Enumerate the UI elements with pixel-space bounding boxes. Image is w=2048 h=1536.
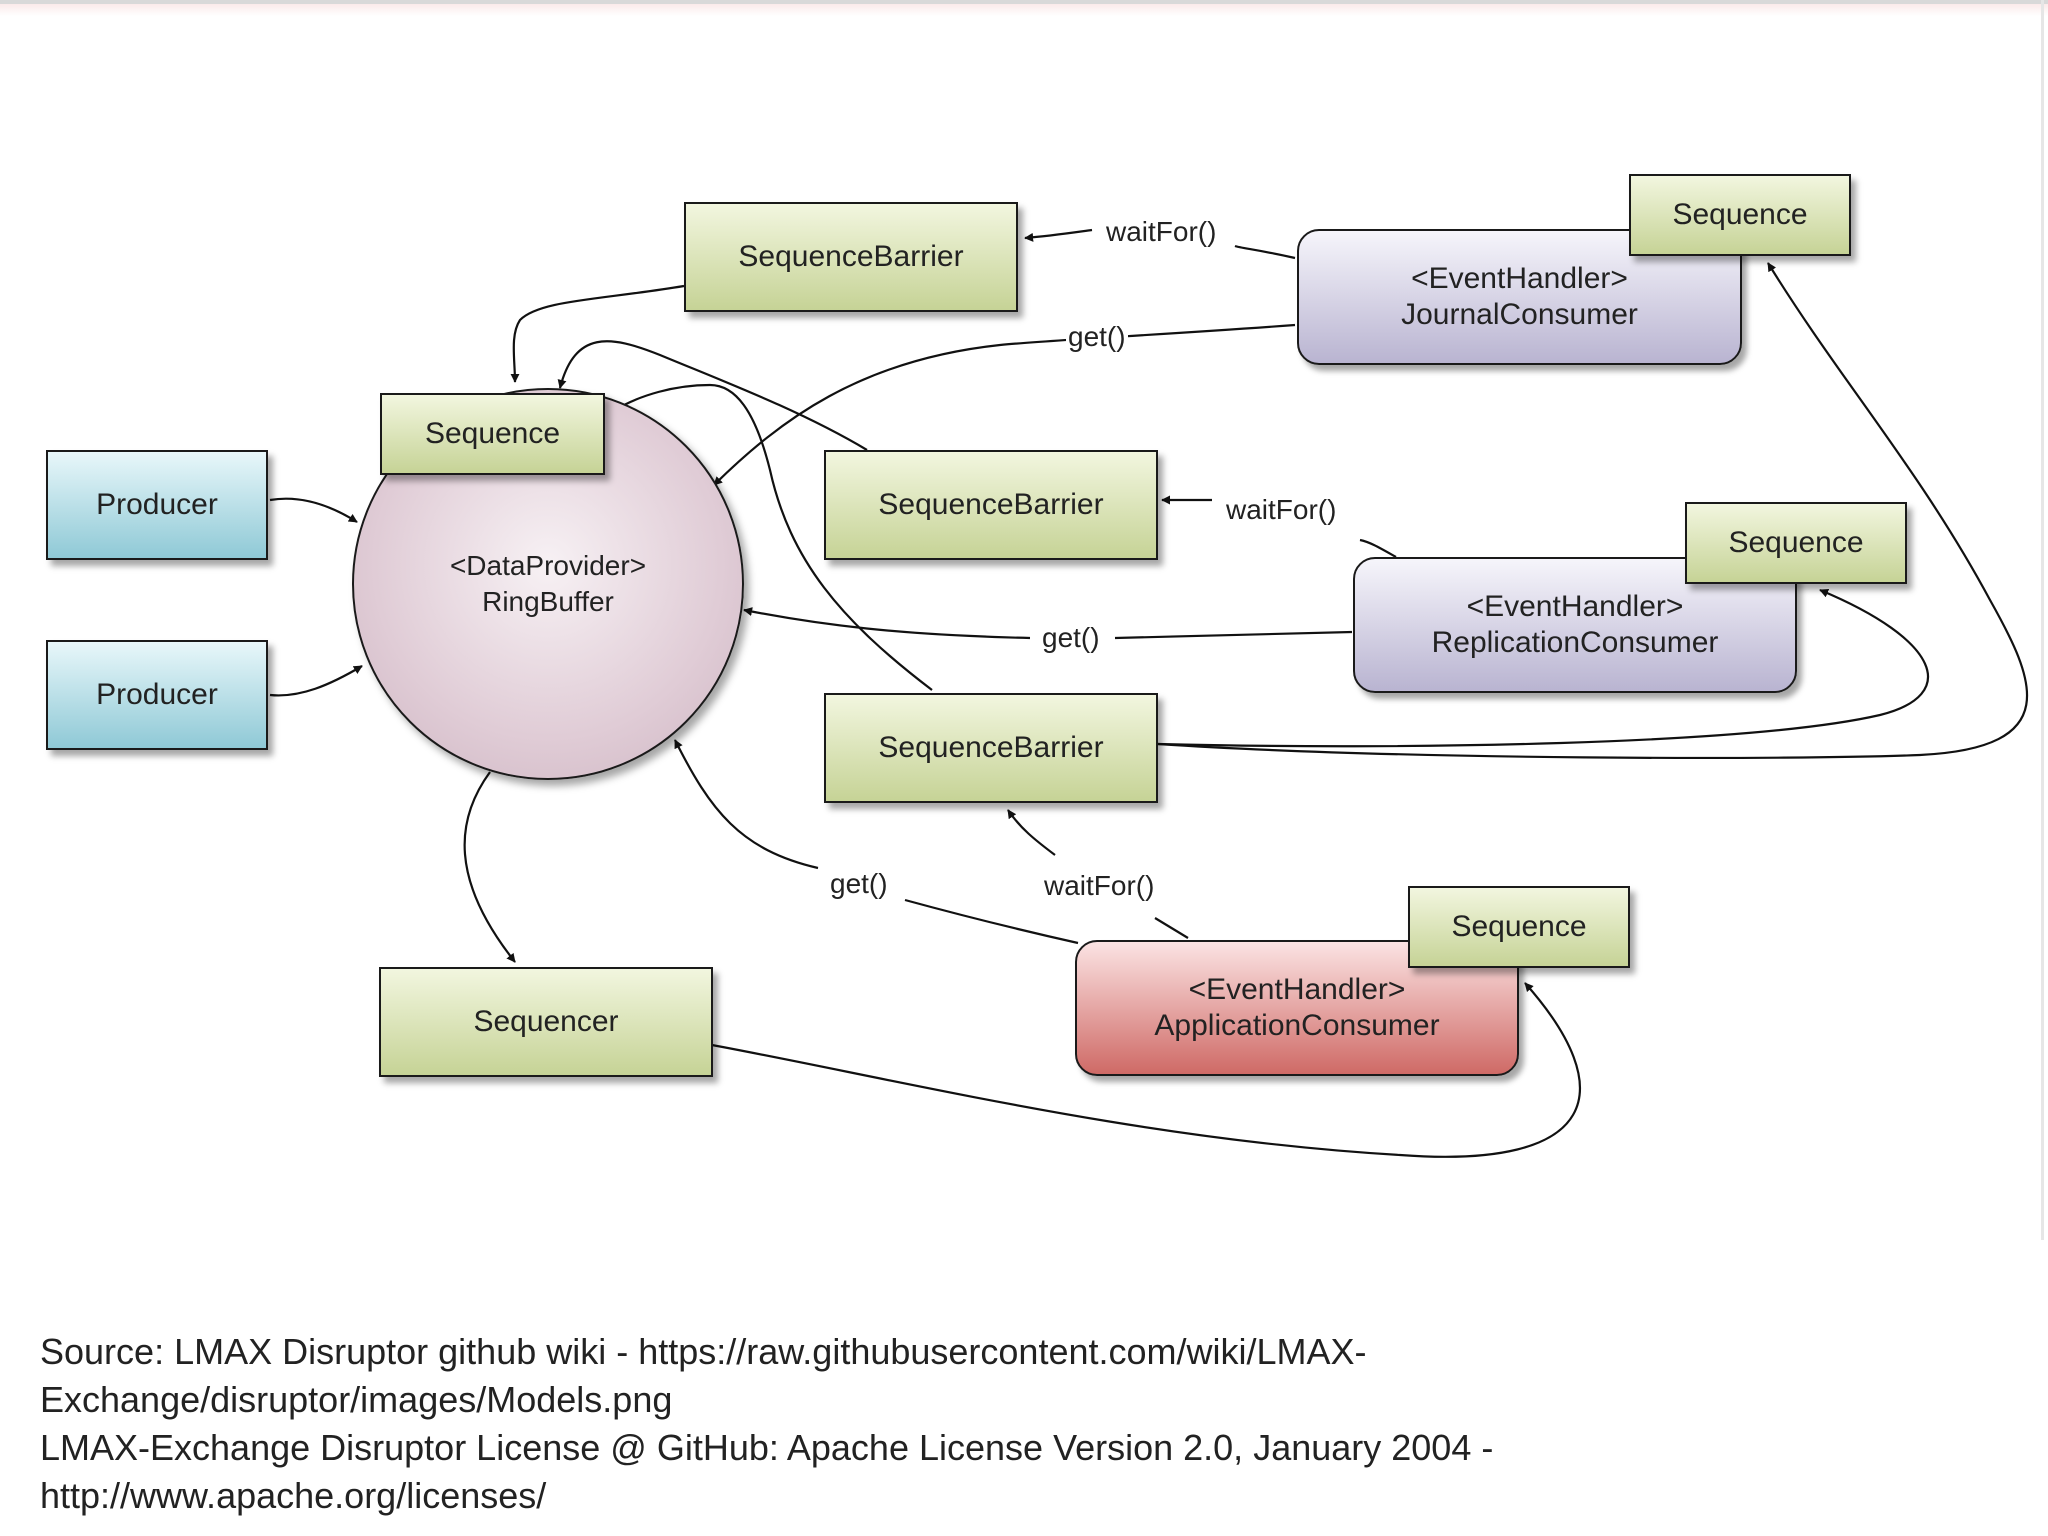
- application-sequence-label: Sequence: [1451, 910, 1587, 943]
- journal-consumer-type: <EventHandler>: [1411, 262, 1628, 295]
- application-sequence-node: Sequence: [1408, 886, 1630, 968]
- ring-buffer-name: RingBuffer: [482, 586, 614, 617]
- top-border: [0, 0, 2048, 4]
- right-border: [2041, 0, 2044, 1240]
- footer-line-2: Exchange/disruptor/images/Models.png: [40, 1379, 673, 1420]
- footer-line-4: http://www.apache.org/licenses/: [40, 1475, 547, 1516]
- edge-producer1-ring: [269, 497, 358, 523]
- edge-replication-get: [1114, 630, 1353, 640]
- producer-label: Producer: [96, 678, 218, 711]
- edge-journal-get: [713, 323, 1296, 486]
- journal-sequence-label: Sequence: [1672, 198, 1808, 231]
- replication-sequence-label: Sequence: [1728, 526, 1864, 559]
- source-footer: Source: LMAX Disruptor github wiki - htt…: [40, 1328, 2020, 1520]
- sequence-barrier-node-journal: SequenceBarrier: [684, 202, 1018, 312]
- replication-consumer-name: ReplicationConsumer: [1431, 626, 1719, 659]
- producer-node-1: Producer: [46, 450, 268, 560]
- sequencer-label: Sequencer: [473, 1005, 619, 1038]
- footer-line-3: LMAX-Exchange Disruptor License @ GitHub…: [40, 1427, 1494, 1468]
- producer-node-2: Producer: [46, 640, 268, 750]
- edge-application-get-arrow: [674, 739, 819, 870]
- edge-barrier2-sequence: [557, 340, 868, 451]
- edge-replication-waitfor: [1359, 538, 1397, 558]
- ring-buffer-type: <DataProvider>: [449, 550, 647, 581]
- edge-label-application-waitfor: waitFor(): [1042, 870, 1157, 902]
- sequence-barrier-node-application: SequenceBarrier: [824, 693, 1158, 803]
- edge-barrier3-ring: [614, 383, 933, 691]
- edge-application-get: [904, 898, 1079, 945]
- edge-label-replication-get: get(): [1040, 622, 1102, 654]
- edge-journal-waitfor-arrow: [1024, 228, 1093, 242]
- sequence-barrier-label: SequenceBarrier: [878, 488, 1104, 521]
- edge-application-waitfor: [1154, 917, 1189, 939]
- application-consumer-name: ApplicationConsumer: [1154, 1009, 1440, 1042]
- sequencer-node: Sequencer: [379, 967, 713, 1077]
- edge-barrier3-journal-sequence: [1157, 262, 2029, 760]
- edge-ring-sequencer: [463, 771, 516, 963]
- edge-application-waitfor-arrow: [1007, 809, 1056, 856]
- application-consumer-type: <EventHandler>: [1188, 973, 1406, 1006]
- edge-barrier1-sequence: [510, 284, 685, 383]
- replication-consumer-type: <EventHandler>: [1466, 590, 1684, 623]
- connector-layer: [269, 228, 2029, 1158]
- footer-line-1: Source: LMAX Disruptor github wiki - htt…: [40, 1331, 1367, 1372]
- ring-sequence-label: Sequence: [424, 417, 561, 450]
- top-band: [0, 4, 2048, 16]
- edge-label-replication-waitfor: waitFor(): [1224, 494, 1339, 526]
- edge-label-journal-waitfor: waitFor(): [1104, 216, 1219, 248]
- edge-barrier3-replication-sequence: [1157, 588, 1930, 748]
- journal-consumer-name: JournalConsumer: [1401, 298, 1638, 331]
- journal-sequence-node: Sequence: [1629, 174, 1851, 256]
- producer-label: Producer: [96, 488, 218, 521]
- sequence-barrier-label: SequenceBarrier: [878, 731, 1104, 764]
- edge-producer2-ring: [269, 665, 363, 697]
- ring-sequence-node: Sequence: [380, 393, 605, 475]
- replication-sequence-node: Sequence: [1685, 502, 1907, 584]
- sequence-barrier-node-replication: SequenceBarrier: [824, 450, 1158, 560]
- edge-label-journal-get: get(): [1066, 321, 1128, 353]
- edge-sequencer-application-sequence: [711, 982, 1582, 1158]
- edge-journal-waitfor: [1234, 244, 1296, 260]
- sequence-barrier-label: SequenceBarrier: [738, 240, 964, 273]
- edge-label-application-get: get(): [828, 868, 890, 900]
- edge-replication-get-arrow: [743, 607, 1031, 640]
